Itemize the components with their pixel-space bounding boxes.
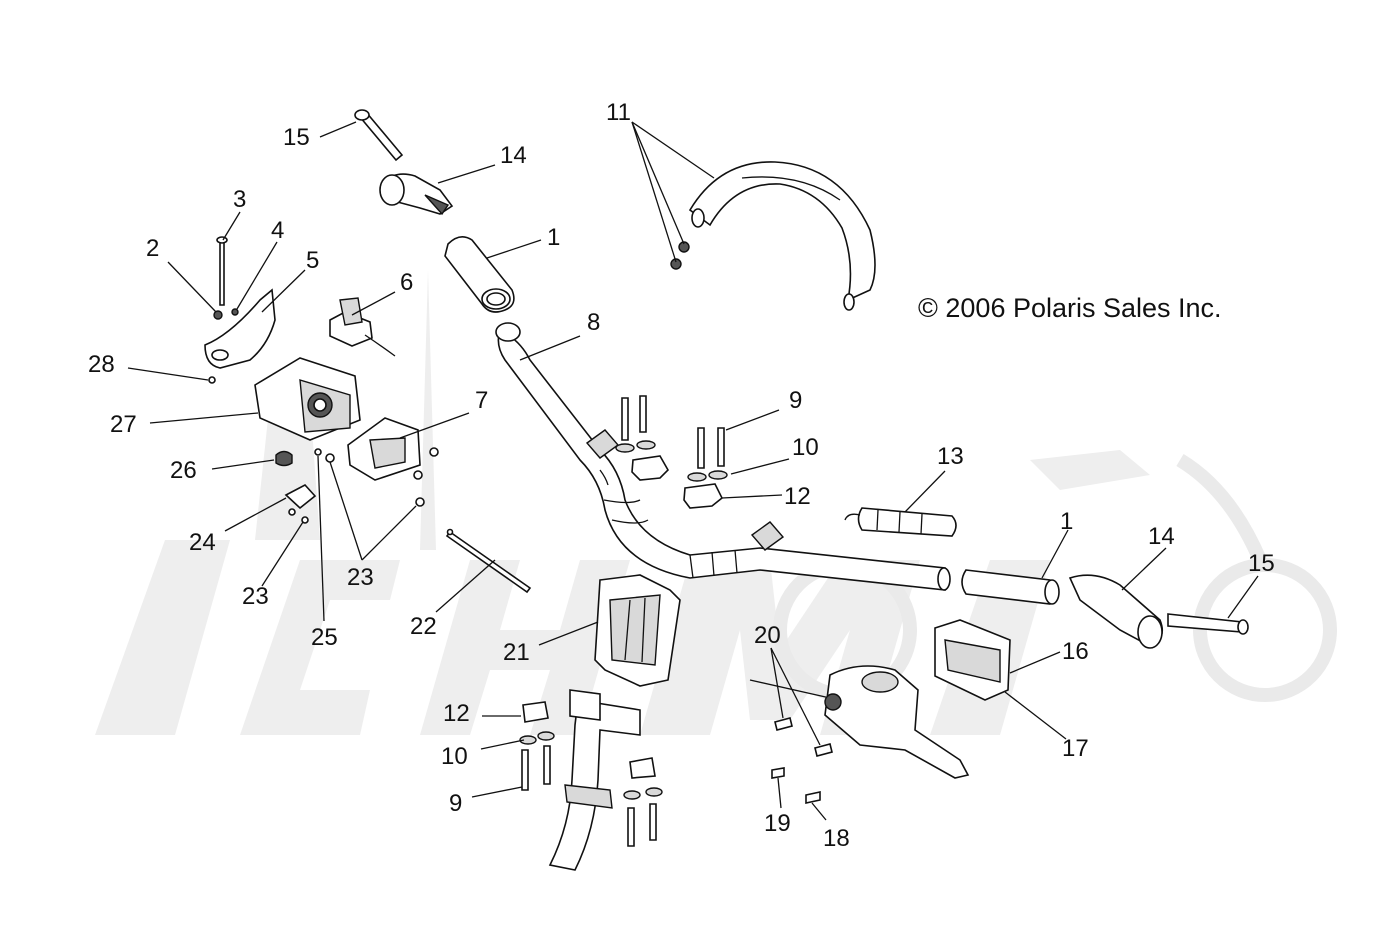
end-bolt-part-15-right	[1167, 613, 1249, 635]
switch-housing-part-27	[254, 357, 361, 441]
bracket-part-5	[204, 288, 276, 369]
cable-part-22	[445, 528, 532, 594]
screws-parts-18-19-20	[771, 717, 833, 804]
callout-25: 25	[311, 624, 338, 651]
washer-part-28	[208, 376, 216, 384]
callout-18: 18	[823, 825, 850, 852]
callout-21: 21	[503, 639, 530, 666]
callout-7: 7	[475, 387, 488, 414]
callout-8: 8	[587, 309, 600, 336]
handlebar-part-8	[495, 322, 951, 871]
screw-part-23-c	[325, 453, 335, 463]
callout-17: 17	[1062, 735, 1089, 762]
callout-6: 6	[400, 269, 413, 296]
brake-lever-assembly	[749, 665, 970, 779]
washer-part-2	[213, 310, 223, 320]
grip-part-1-left	[444, 236, 515, 313]
callout-23: 23	[242, 583, 269, 610]
callout-2: 2	[146, 235, 159, 262]
lower-clamp-hardware	[519, 701, 663, 847]
copyright-notice: © 2006 Polaris Sales Inc.	[918, 293, 1222, 323]
end-bolt-part-15-left	[354, 109, 404, 162]
callout-9: 9	[789, 387, 802, 414]
screw-part-23-a	[288, 508, 296, 516]
callout-22: 22	[410, 613, 437, 640]
screw-part-3	[216, 236, 228, 306]
callout-13: 13	[937, 443, 964, 470]
hand-guard-part-11	[670, 161, 876, 311]
callout-10: 10	[792, 434, 819, 461]
upper-clamp-hardware	[615, 395, 728, 509]
callout-labels: 15 14 11 3 2 4 5 1 6 8 28 27 7 9 10 13 2…	[88, 99, 1275, 852]
callout-3: 3	[233, 186, 246, 213]
switch-cover-part-7	[347, 417, 421, 481]
grip-part-1-right	[961, 569, 1060, 605]
callout-27: 27	[110, 411, 137, 438]
heated-grip-part-13	[844, 507, 957, 537]
callout-11: 11	[606, 99, 631, 126]
plug-part-26	[275, 450, 293, 467]
washer-part-4	[231, 308, 239, 316]
screw-part-23-f	[415, 497, 425, 507]
callout-14-right: 14	[1148, 523, 1175, 550]
callout-10-lower: 10	[441, 743, 468, 770]
callout-5: 5	[306, 247, 319, 274]
callout-14: 14	[500, 142, 527, 169]
callout-12-lower: 12	[443, 700, 470, 727]
callout-1-right: 1	[1060, 508, 1073, 535]
callout-20: 20	[754, 622, 781, 649]
callout-19: 19	[764, 810, 791, 837]
screw-part-23-e	[413, 470, 423, 480]
bar-end-weight-part-14-right	[1068, 574, 1164, 649]
callout-28: 28	[88, 351, 115, 378]
callout-23-b: 23	[347, 564, 374, 591]
clamp-part-6	[329, 297, 396, 357]
callout-26: 26	[170, 457, 197, 484]
screw-part-25	[314, 448, 322, 456]
callout-9-lower: 9	[449, 790, 462, 817]
callout-12: 12	[784, 483, 811, 510]
master-cylinder-part-17	[934, 619, 1011, 701]
riser-part-21	[594, 574, 681, 687]
callout-15: 15	[283, 124, 310, 151]
callout-24: 24	[189, 529, 216, 556]
bar-end-weight-part-14-left	[379, 173, 454, 216]
cover-part-24	[284, 484, 317, 510]
callout-1: 1	[547, 224, 560, 251]
callout-4: 4	[271, 217, 284, 244]
callout-16: 16	[1062, 638, 1089, 665]
screw-part-23-d	[429, 447, 439, 457]
leader-lines	[127, 121, 1259, 821]
screw-part-23-b	[301, 516, 309, 524]
callout-15-right: 15	[1248, 550, 1275, 577]
